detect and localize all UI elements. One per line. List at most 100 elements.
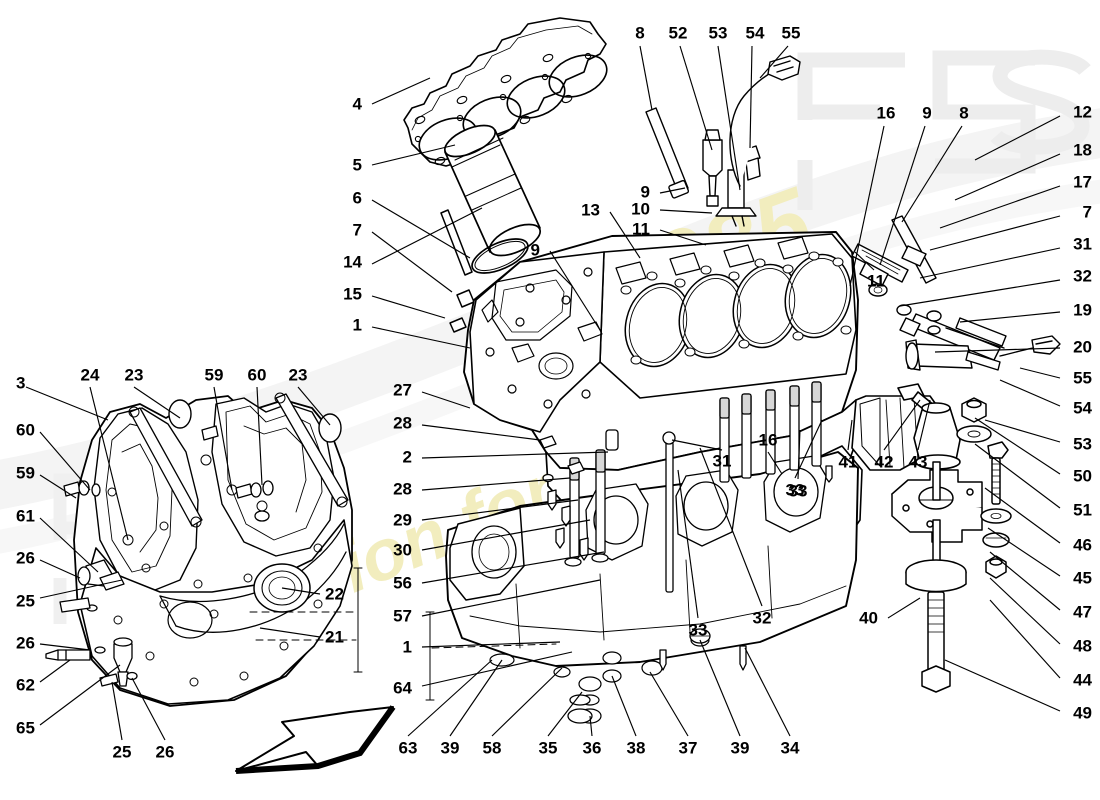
callout-26[interactable]: 26 — [16, 548, 35, 568]
callout-34[interactable]: 34 — [780, 738, 800, 758]
callout-47[interactable]: 47 — [1073, 602, 1092, 622]
callout-7[interactable]: 7 — [1082, 202, 1092, 222]
callout-20[interactable]: 20 — [1073, 337, 1092, 357]
callout-8[interactable]: 8 — [959, 103, 969, 123]
callout-45[interactable]: 45 — [1073, 568, 1092, 588]
callout-1[interactable]: 1 — [352, 315, 362, 335]
callout-28[interactable]: 28 — [393, 479, 412, 499]
callout-25[interactable]: 25 — [112, 742, 132, 762]
callout-10[interactable]: 10 — [631, 199, 650, 219]
callout-9[interactable]: 9 — [922, 103, 932, 123]
callout-56[interactable]: 56 — [393, 573, 412, 593]
callout-9[interactable]: 9 — [530, 240, 540, 260]
callout-21[interactable]: 21 — [325, 627, 344, 647]
callout-19[interactable]: 19 — [1073, 300, 1092, 320]
callout-2[interactable]: 2 — [402, 447, 412, 467]
callout-60[interactable]: 60 — [247, 365, 267, 385]
callout-33[interactable]: 33 — [785, 480, 805, 500]
callout-55[interactable]: 55 — [781, 23, 801, 43]
callout-12[interactable]: 12 — [1073, 102, 1092, 122]
callout-16[interactable]: 16 — [758, 430, 778, 450]
callout-61[interactable]: 61 — [16, 506, 35, 526]
callout-31[interactable]: 31 — [1073, 234, 1092, 254]
callout-26[interactable]: 26 — [155, 742, 175, 762]
callout-40[interactable]: 40 — [859, 608, 878, 628]
callout-58[interactable]: 58 — [482, 738, 502, 758]
callout-39[interactable]: 39 — [440, 738, 460, 758]
callout-9[interactable]: 9 — [640, 182, 650, 202]
callout-24[interactable]: 24 — [80, 365, 100, 385]
callout-33[interactable]: 33 — [788, 481, 808, 501]
callout-32[interactable]: 32 — [752, 608, 772, 628]
callout-42[interactable]: 42 — [874, 452, 894, 472]
callout-leader — [849, 125, 885, 287]
callout-36[interactable]: 36 — [582, 738, 602, 758]
callout-7[interactable]: 7 — [352, 220, 362, 240]
callout-leader — [749, 45, 753, 149]
callout-52[interactable]: 52 — [668, 23, 688, 43]
callout-39[interactable]: 39 — [730, 738, 750, 758]
callout-65[interactable]: 65 — [16, 718, 35, 738]
callout-23[interactable]: 23 — [288, 365, 308, 385]
callout-leader — [371, 326, 471, 349]
callout-18[interactable]: 18 — [1073, 140, 1092, 160]
callout-60[interactable]: 60 — [16, 420, 35, 440]
callout-51[interactable]: 51 — [1073, 500, 1092, 520]
callout-11[interactable]: 11 — [867, 271, 885, 291]
callout-leader — [659, 187, 686, 194]
callout-11[interactable]: 11 — [632, 219, 650, 239]
callout-48[interactable]: 48 — [1073, 636, 1092, 656]
callout-leader — [847, 419, 853, 451]
callout-leader — [677, 469, 699, 619]
callout-43[interactable]: 43 — [908, 452, 928, 472]
callout-leader — [421, 477, 571, 491]
callout-leader — [371, 295, 446, 319]
callout-64[interactable]: 64 — [393, 678, 412, 698]
callout-50[interactable]: 50 — [1073, 466, 1092, 486]
callout-leader — [919, 247, 1061, 279]
callout-leader — [611, 675, 637, 737]
callout-59[interactable]: 59 — [204, 365, 224, 385]
callout-44[interactable]: 44 — [1073, 670, 1092, 690]
callout-6[interactable]: 6 — [352, 188, 362, 208]
callout-15[interactable]: 15 — [343, 284, 362, 304]
callout-8[interactable]: 8 — [635, 23, 645, 43]
callout-57[interactable]: 57 — [393, 606, 412, 626]
callout-22[interactable]: 22 — [325, 584, 344, 604]
callout-53[interactable]: 53 — [708, 23, 728, 43]
callout-1[interactable]: 1 — [402, 637, 412, 657]
callout-leader — [39, 474, 77, 499]
callout-leader — [609, 211, 641, 259]
callout-37[interactable]: 37 — [678, 738, 698, 758]
callout-29[interactable]: 29 — [393, 510, 412, 530]
callout-14[interactable]: 14 — [343, 252, 362, 272]
callout-33[interactable]: 33 — [688, 620, 708, 640]
callout-28[interactable]: 28 — [393, 413, 412, 433]
callout-54[interactable]: 54 — [745, 23, 765, 43]
callout-49[interactable]: 49 — [1073, 703, 1092, 723]
callout-25[interactable]: 25 — [16, 591, 35, 611]
callout-5[interactable]: 5 — [352, 155, 362, 175]
callout-16[interactable]: 16 — [876, 103, 896, 123]
callout-38[interactable]: 38 — [626, 738, 646, 758]
callout-46[interactable]: 46 — [1073, 535, 1092, 555]
callout-59[interactable]: 59 — [16, 463, 35, 483]
callout-53[interactable]: 53 — [1073, 434, 1092, 454]
callout-54[interactable]: 54 — [1073, 398, 1092, 418]
callout-leader — [39, 664, 121, 726]
callout-63[interactable]: 63 — [398, 738, 418, 758]
callout-4[interactable]: 4 — [352, 94, 362, 114]
callout-17[interactable]: 17 — [1073, 172, 1092, 192]
callout-62[interactable]: 62 — [16, 675, 35, 695]
callout-30[interactable]: 30 — [393, 540, 412, 560]
callout-55[interactable]: 55 — [1073, 368, 1092, 388]
callout-3[interactable]: 3 — [16, 373, 26, 393]
callout-27[interactable]: 27 — [393, 380, 412, 400]
callout-13[interactable]: 13 — [581, 200, 600, 220]
callout-32[interactable]: 32 — [1073, 266, 1092, 286]
callout-23[interactable]: 23 — [124, 365, 144, 385]
callout-35[interactable]: 35 — [538, 738, 558, 758]
callout-26[interactable]: 26 — [16, 633, 35, 653]
callout-41[interactable]: 41 — [838, 452, 858, 472]
callout-31[interactable]: 31 — [712, 451, 732, 471]
